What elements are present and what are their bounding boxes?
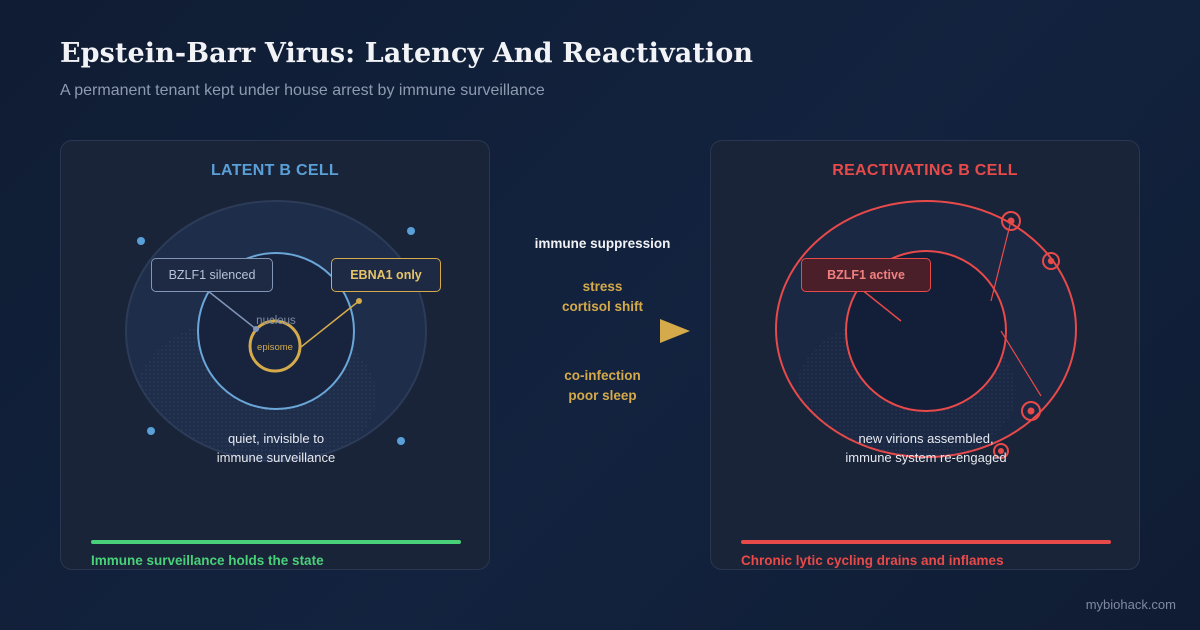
virion-icon (1042, 252, 1060, 270)
immune-dot (137, 237, 145, 245)
ebna-connector-dot (356, 298, 362, 304)
ebna1-only-tag: EBNA1 only (331, 258, 441, 292)
brand-label: mybiohack.com (1085, 597, 1176, 612)
immune-dot (407, 227, 415, 235)
immune-dot (147, 427, 155, 435)
trigger-group-2: co-infection poor sleep (495, 366, 710, 406)
trigger-group-1: stress cortisol shift (495, 277, 710, 317)
virion-icon (993, 443, 1009, 459)
bzlf1-active-tag: BZLF1 active (801, 258, 931, 292)
reactivating-cell-illustration (775, 200, 1077, 459)
active-connector (860, 288, 902, 322)
reactivating-caption: new virions assembled, immune system re-… (811, 429, 1041, 467)
latent-panel-heading: LATENT B CELL (210, 162, 340, 179)
latent-footer: Immune surveillance holds the state (91, 553, 324, 568)
silenced-connector (207, 290, 257, 330)
reactivating-cell-panel: REACTIVATING B CELL BZLF1 (710, 140, 1140, 570)
trigger-main: immune suppression (534, 236, 671, 251)
reactivating-status-bar (741, 540, 1111, 544)
latent-caption-line1: quiet, invisible to (227, 431, 325, 446)
reactivating-panel-heading: REACTIVATING B CELL (832, 162, 1018, 179)
virion-icon (1021, 401, 1041, 421)
virion-path (990, 220, 1012, 302)
trigger-stress: stress (582, 279, 623, 294)
virion-path (1000, 330, 1042, 397)
immune-dot (397, 437, 405, 445)
page-subtitle: A permanent tenant kept under house arre… (60, 82, 545, 99)
episome (248, 319, 302, 373)
page-title: Epstein-Barr Virus: Latency And Reactiva… (60, 38, 754, 69)
ebna-connector (300, 300, 360, 348)
latent-caption: quiet, invisible to immune surveillance (176, 429, 376, 467)
reactivating-caption-line1: new virions assembled, (858, 431, 994, 446)
virion-icon (1001, 211, 1021, 231)
reactivating-caption-line2: immune system re-engaged (845, 450, 1007, 465)
bzlf1-silenced-tag: BZLF1 silenced (151, 258, 273, 292)
latent-cell-panel: LATENT B CELL nucleus episome BZLF1 sile… (60, 140, 490, 570)
reactivating-footer: Chronic lytic cycling drains and inflame… (741, 553, 1004, 568)
trigger-poor-sleep: poor sleep (568, 388, 637, 403)
silenced-connector-dot (253, 326, 259, 332)
nucleus-label: nucleus (256, 315, 296, 327)
transition-arrow-icon (660, 319, 690, 343)
latent-status-bar (91, 540, 461, 544)
latent-cell-illustration: nucleus episome (125, 200, 427, 462)
trigger-coinfection: co-infection (564, 368, 641, 383)
trigger-cortisol: cortisol shift (561, 299, 643, 314)
latent-caption-line2: immune surveillance (216, 450, 336, 465)
episome-label: episome (257, 342, 293, 353)
